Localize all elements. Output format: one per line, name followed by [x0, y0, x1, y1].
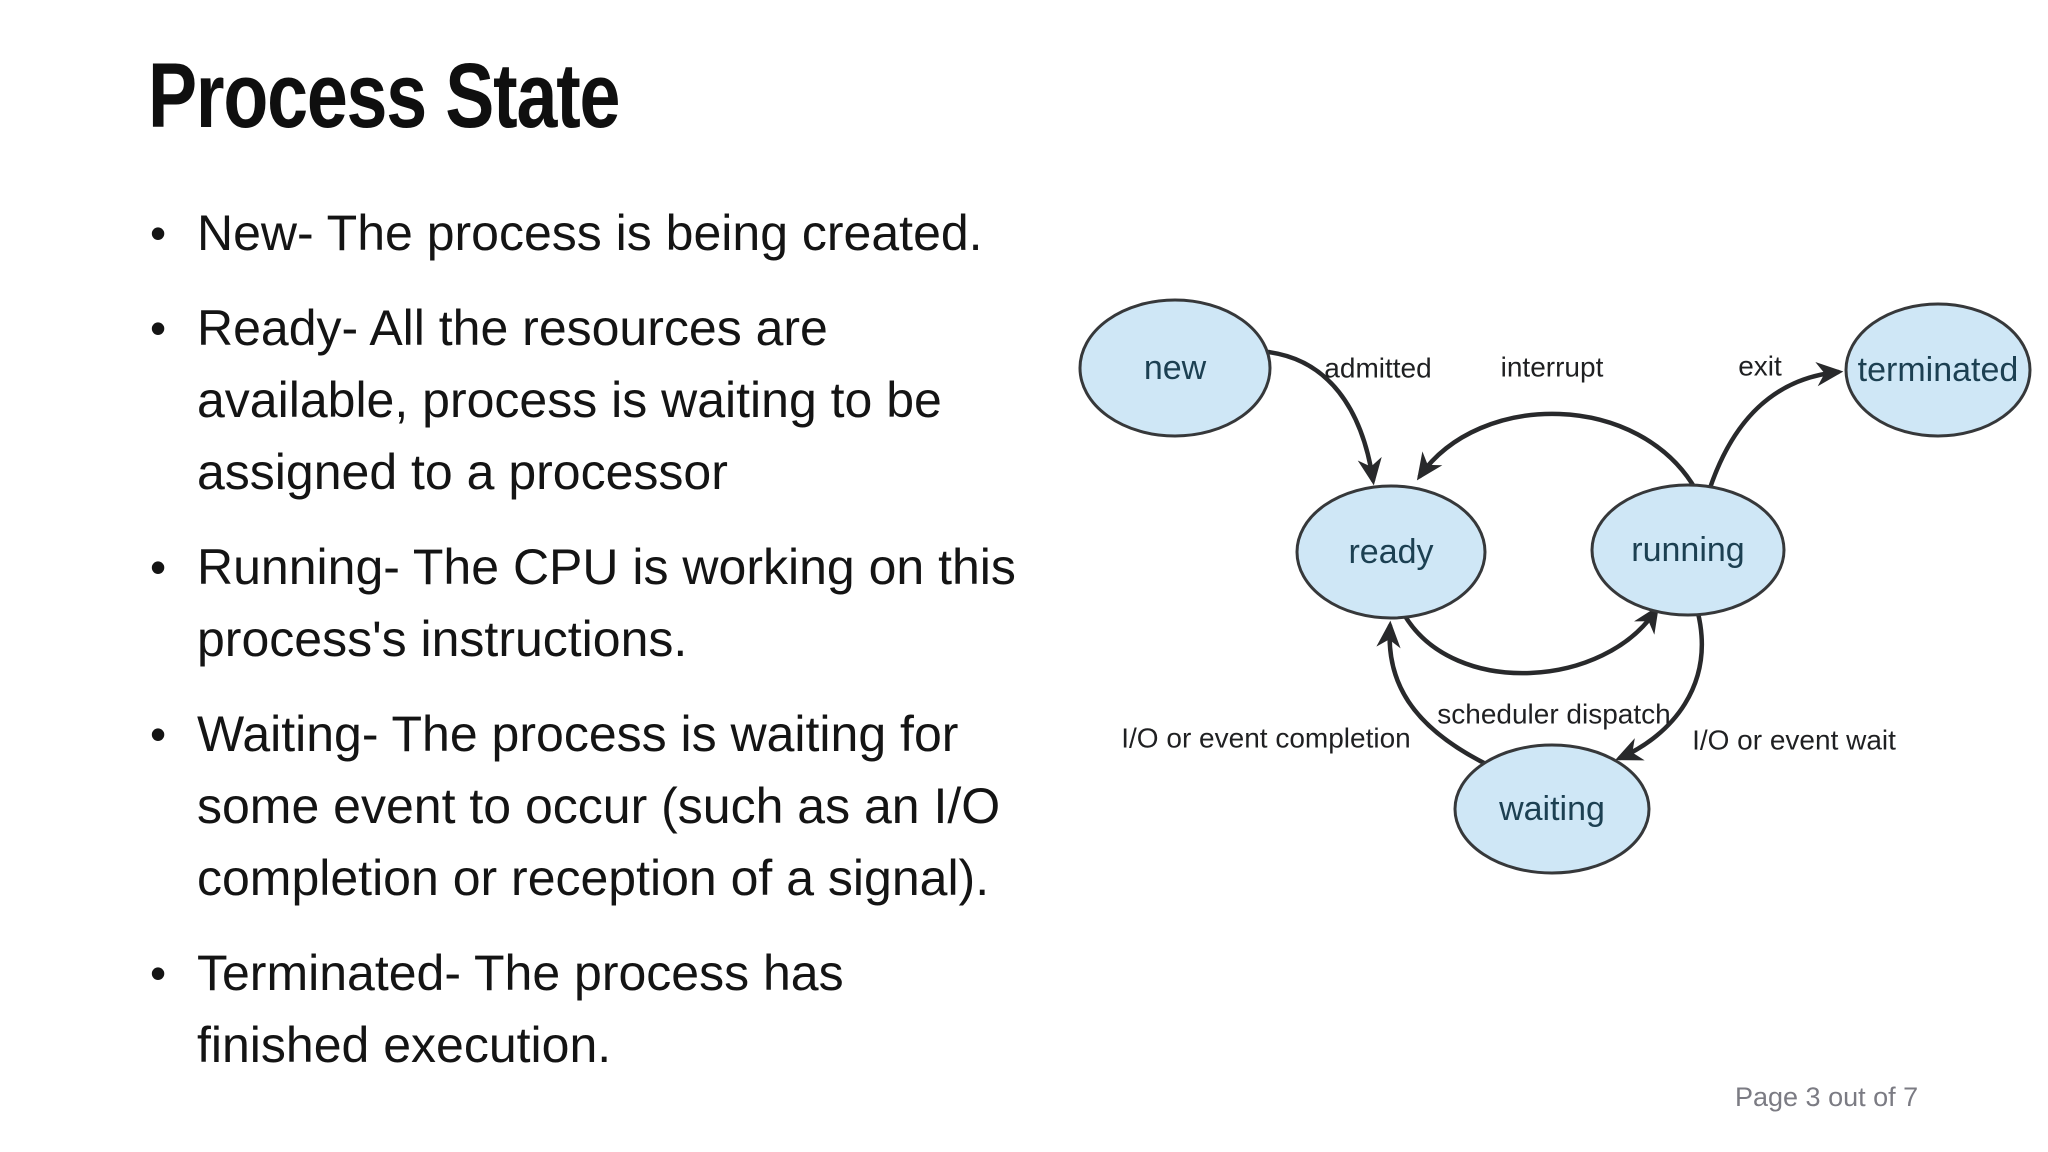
bullet-line: New- The process is being created. [197, 205, 983, 261]
bullet-line: finished execution. [197, 1017, 612, 1073]
process-state-diagram: new ready running waiting terminated adm… [1078, 298, 2032, 875]
bullet-item: • Terminated- The process has finished e… [150, 937, 1110, 1081]
page-indicator: Page 3 out of 7 [1735, 1082, 1919, 1112]
bullet-line: available, process is waiting to be [197, 372, 942, 428]
state-ellipse-running [1590, 483, 1786, 617]
transition-interrupt-arrow [1416, 411, 1699, 493]
bullet-marker: • [150, 708, 167, 760]
transition-io-wait-arrow [1615, 610, 1704, 761]
transition-label-io-wait: I/O or event wait [1692, 725, 1896, 756]
bullet-line: some event to occur (such as an I/O [197, 778, 1001, 834]
bullet-item: • Running- The CPU is working on this pr… [150, 531, 1110, 675]
state-ellipse-terminated [1844, 302, 2032, 438]
state-ellipse-ready [1295, 484, 1487, 620]
bullet-line: assigned to a processor [197, 444, 728, 500]
state-label-terminated: terminated [1858, 351, 2019, 389]
bullet-text: Ready- All the resources are available, … [197, 292, 942, 508]
bullet-line: Running- The CPU is working on this [197, 539, 1016, 595]
state-label-new: new [1144, 349, 1207, 387]
bullet-line: Waiting- The process is waiting for [197, 706, 959, 762]
bullet-list: • New- The process is being created. • R… [150, 197, 1110, 1104]
bullet-item: • Waiting- The process is waiting for so… [150, 698, 1110, 914]
bullet-line: completion or reception of a signal). [197, 850, 990, 906]
state-label-running: running [1631, 531, 1744, 569]
bullet-text: Terminated- The process has finished exe… [197, 937, 844, 1081]
bullet-line: Terminated- The process has [197, 945, 844, 1001]
bullet-line: Ready- All the resources are [197, 300, 828, 356]
bullet-marker: • [150, 947, 167, 999]
bullet-text: Waiting- The process is waiting for some… [197, 698, 1000, 914]
transition-io-completion-arrow [1376, 620, 1487, 766]
bullet-line: process's instructions. [197, 611, 688, 667]
transition-label-interrupt: interrupt [1501, 352, 1604, 383]
state-label-ready: ready [1348, 533, 1433, 571]
transition-admitted-arrow [1265, 349, 1382, 486]
transition-exit-arrow [1707, 362, 1844, 491]
bullet-marker: • [150, 207, 167, 259]
transition-label-io-completion: I/O or event completion [1121, 723, 1410, 754]
bullet-item: • New- The process is being created. [150, 197, 1110, 269]
bullet-text: New- The process is being created. [197, 197, 983, 269]
page-title: Process State [148, 45, 620, 147]
transition-scheduler-dispatch-arrow [1402, 605, 1659, 676]
bullet-text: Running- The CPU is working on this proc… [197, 531, 1016, 675]
state-ellipse-waiting [1453, 743, 1651, 875]
bullet-marker: • [150, 541, 167, 593]
bullet-item: • Ready- All the resources are available… [150, 292, 1110, 508]
transition-label-scheduler-dispatch: scheduler dispatch [1437, 699, 1670, 730]
transition-label-exit: exit [1738, 351, 1782, 382]
state-ellipse-new [1078, 298, 1272, 438]
transition-label-admitted: admitted [1324, 353, 1431, 384]
state-label-waiting: waiting [1498, 790, 1605, 828]
bullet-marker: • [150, 302, 167, 354]
